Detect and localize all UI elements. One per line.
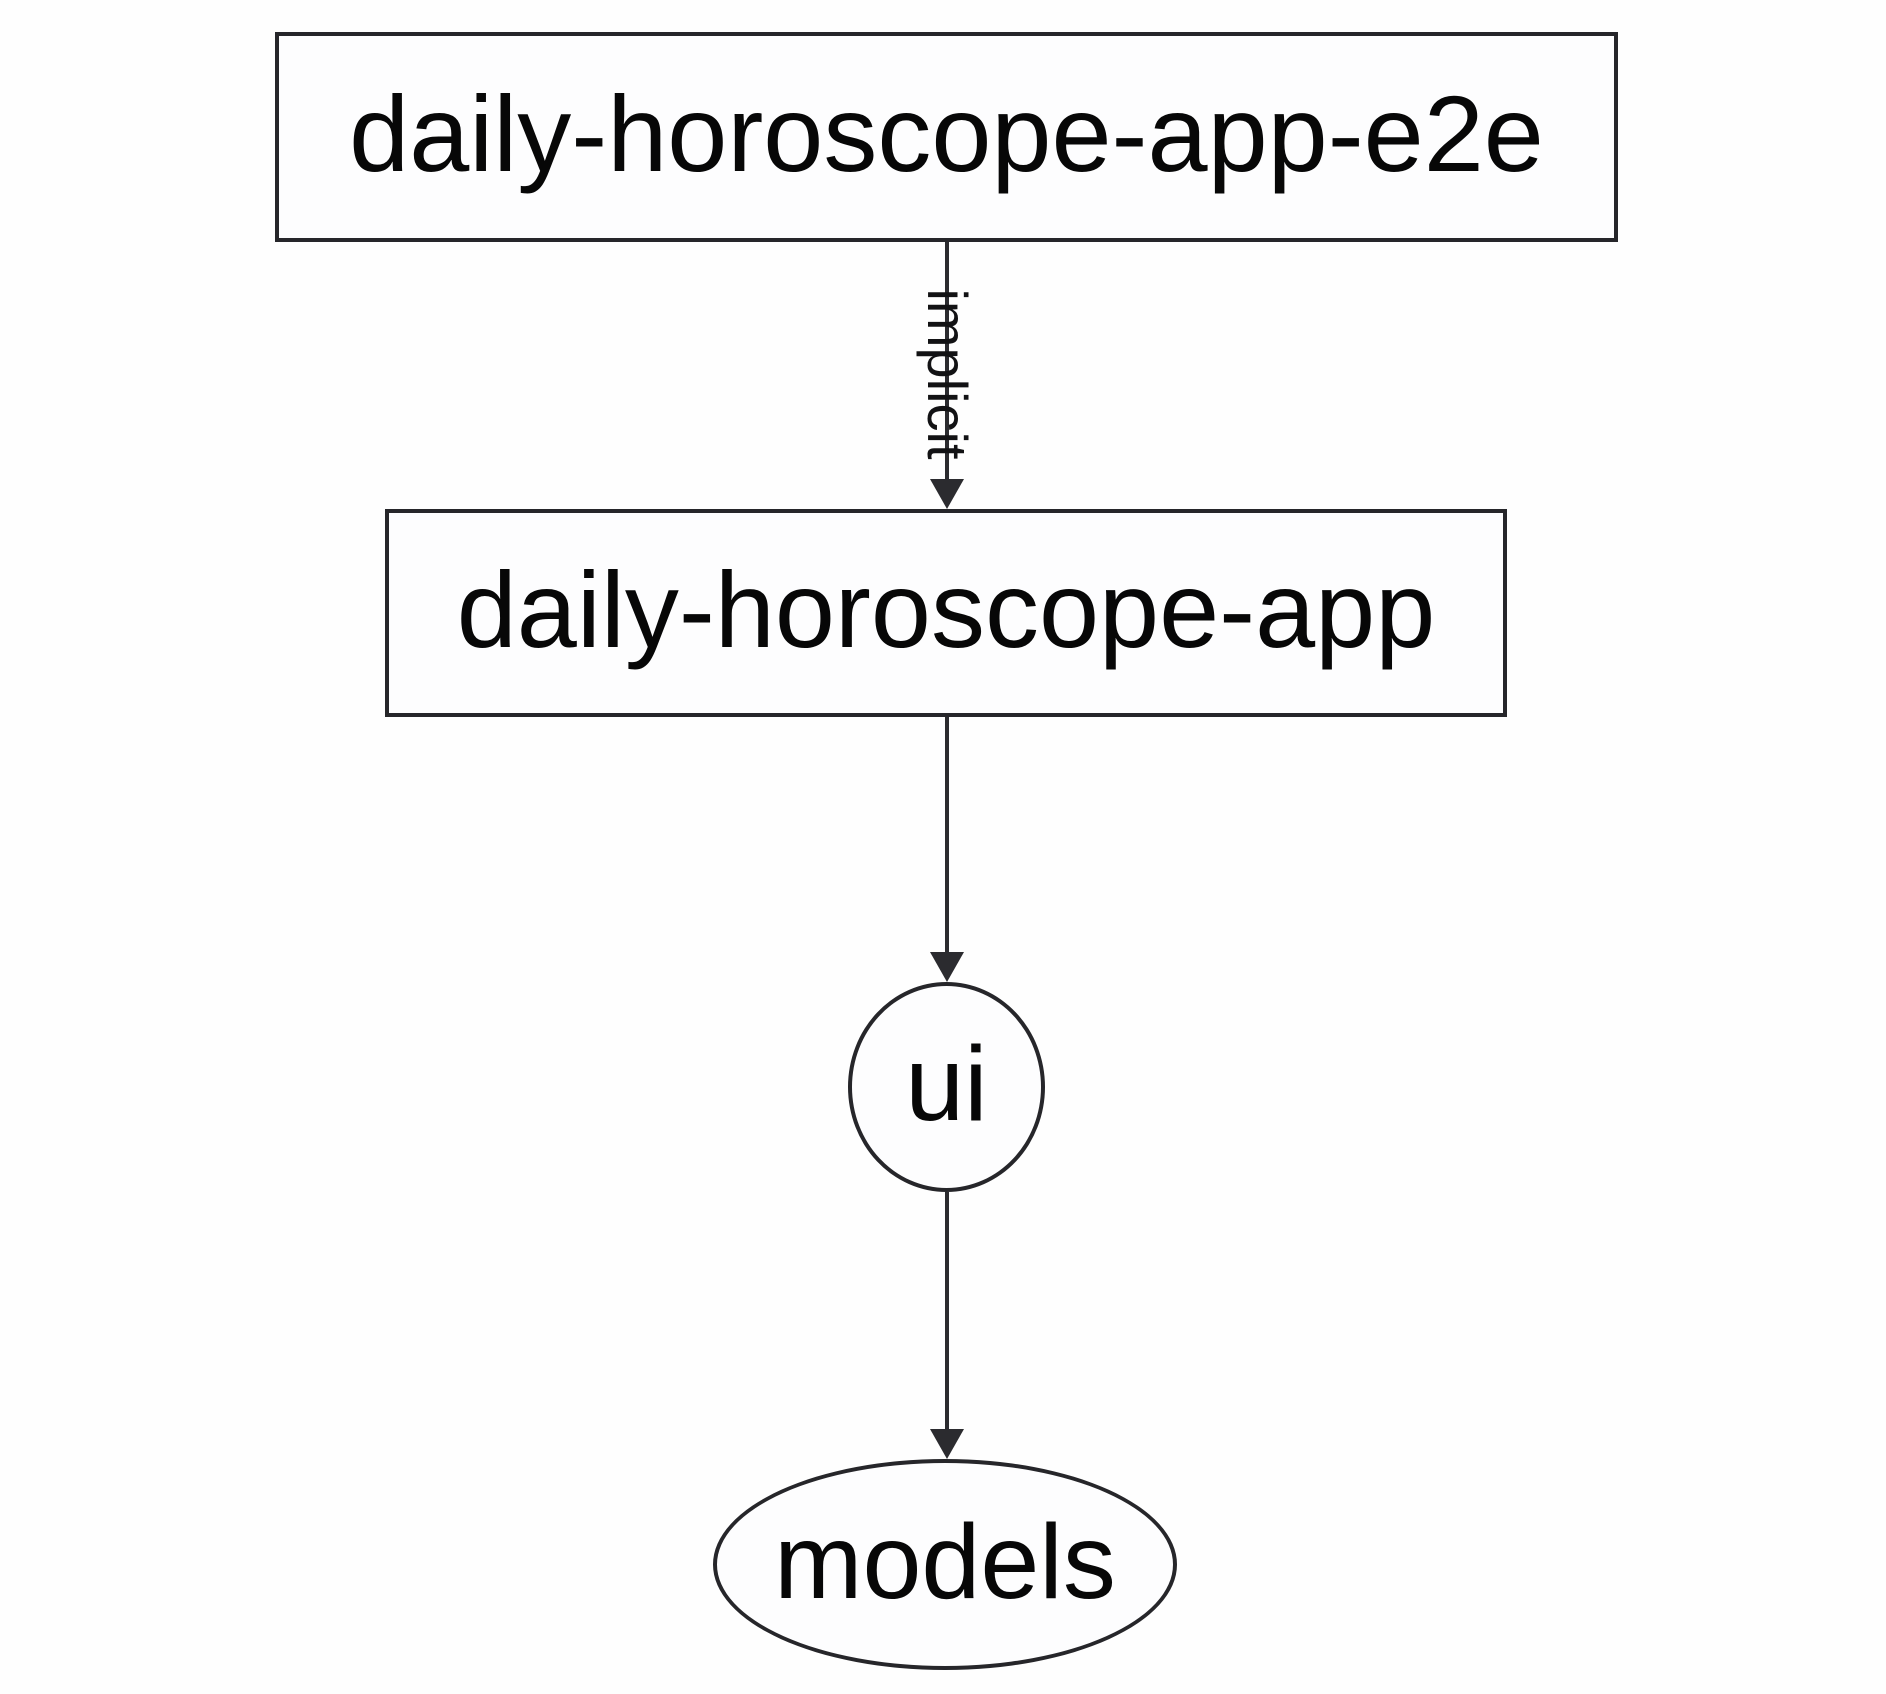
node-label-models: models (774, 1502, 1116, 1621)
node-ui: ui (848, 982, 1045, 1192)
node-label-daily-horoscope-app: daily-horoscope-app (456, 549, 1436, 670)
edge-label-implicit: implicit (916, 288, 979, 460)
node-daily-horoscope-app: daily-horoscope-app (385, 509, 1507, 717)
node-label-daily-horoscope-app-e2e: daily-horoscope-app-e2e (349, 73, 1544, 194)
node-models: models (713, 1459, 1177, 1670)
edge-app-to-ui-line (945, 717, 949, 955)
node-daily-horoscope-app-e2e: daily-horoscope-app-e2e (275, 32, 1618, 242)
node-label-ui: ui (905, 1025, 988, 1143)
arrowhead-icon (930, 1429, 964, 1459)
edge-ui-to-models-line (945, 1192, 949, 1432)
arrowhead-icon (930, 479, 964, 509)
arrowhead-icon (930, 952, 964, 982)
edge-e2e-to-app-line (945, 242, 949, 482)
